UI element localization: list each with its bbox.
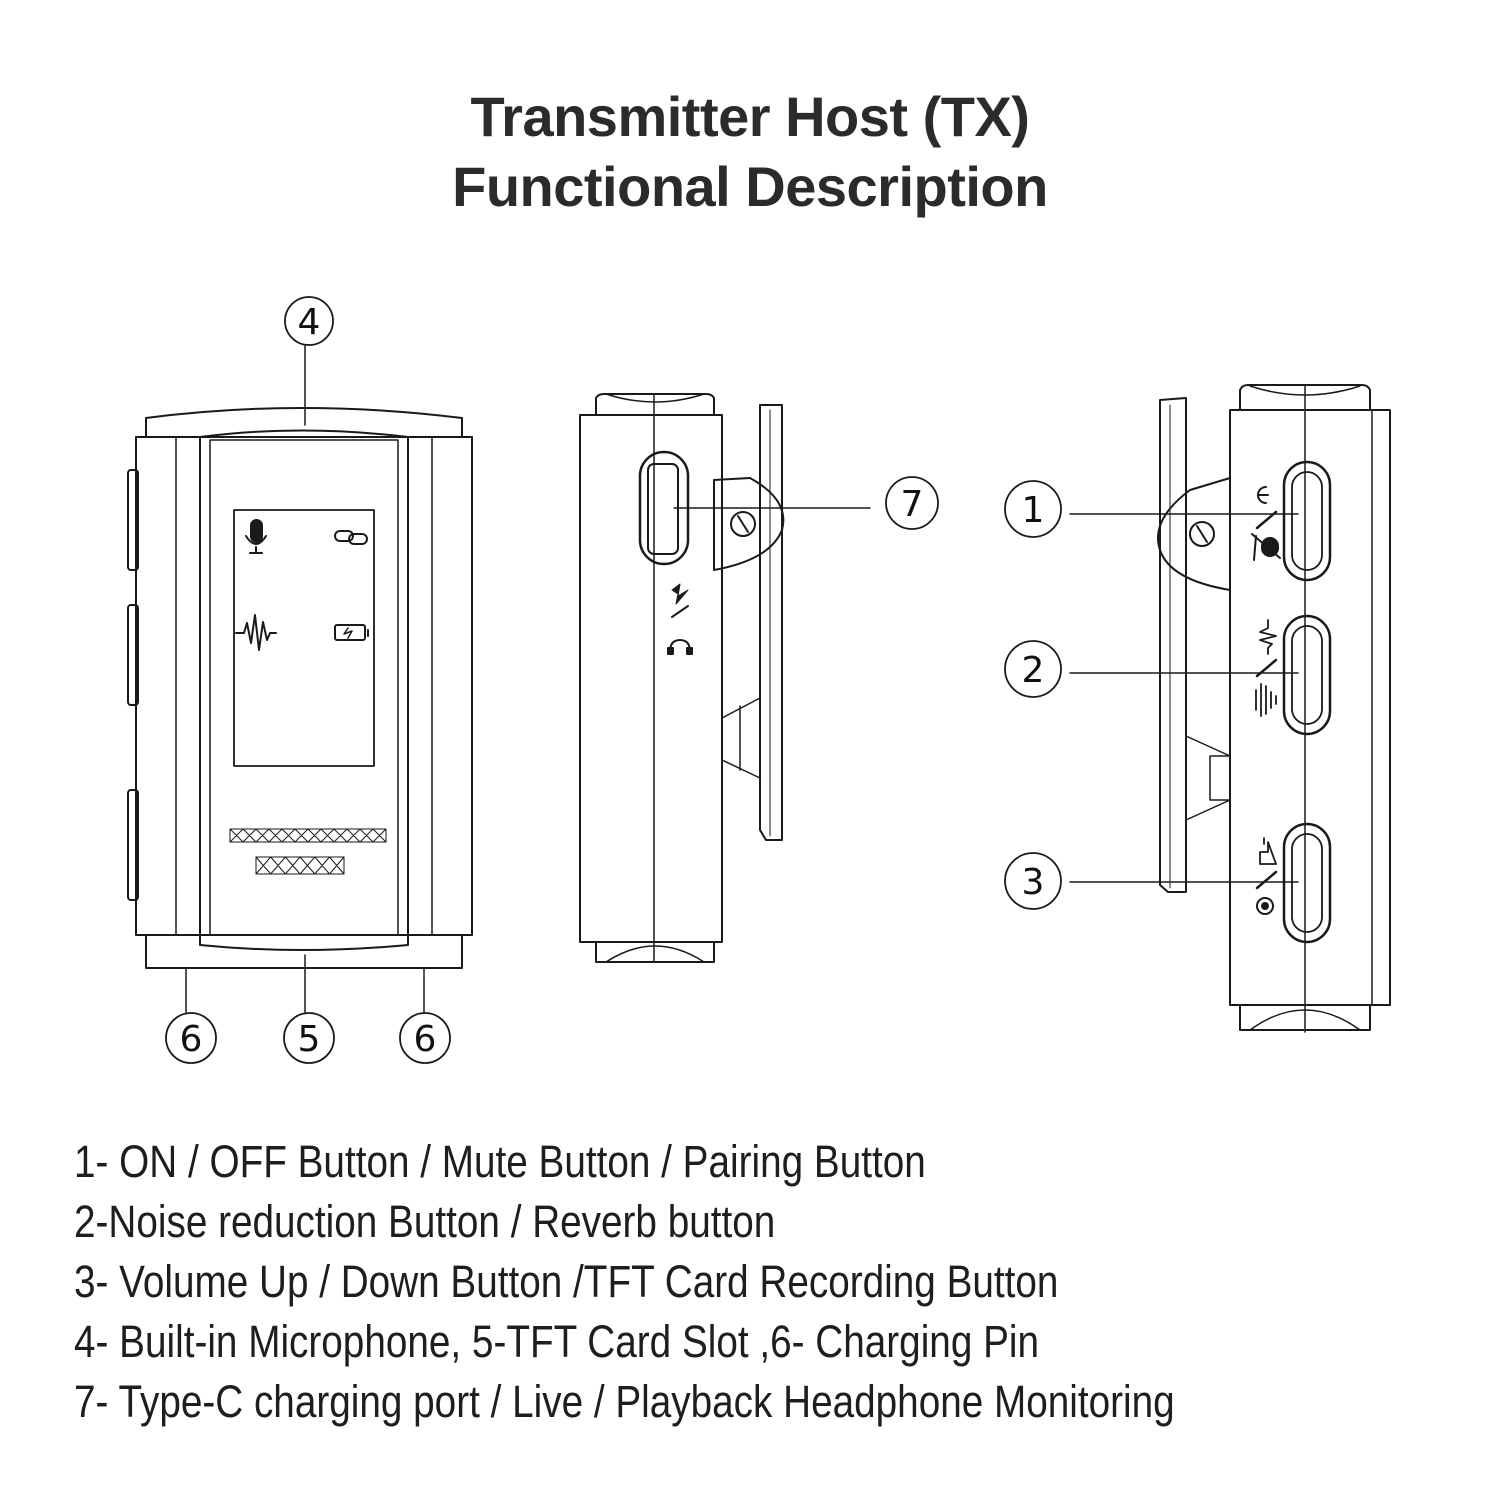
battery-charge-icon bbox=[334, 624, 369, 641]
record-icon bbox=[1256, 897, 1274, 915]
mute-mic-icon bbox=[1251, 533, 1281, 561]
microphone-icon bbox=[245, 519, 267, 554]
front-view bbox=[127, 345, 473, 1013]
callout-5: 5 bbox=[283, 1012, 335, 1064]
title-line-1: Transmitter Host (TX) bbox=[470, 85, 1030, 148]
svg-text:2: 2 bbox=[1022, 650, 1045, 691]
side-view-buttons bbox=[1069, 384, 1391, 1033]
power-icon bbox=[1257, 486, 1269, 504]
svg-text:1: 1 bbox=[1022, 490, 1045, 531]
description-5: 7- Type-C charging port / Live / Playbac… bbox=[74, 1376, 1175, 1427]
title-line-2: Functional Description bbox=[452, 155, 1048, 218]
description-3: 3- Volume Up / Down Button /TFT Card Rec… bbox=[74, 1256, 1059, 1307]
reverb-icon bbox=[1255, 683, 1277, 717]
description-list: 1- ON / OFF Button / Mute Button / Pairi… bbox=[74, 1132, 1474, 1432]
waveform-icon bbox=[235, 614, 277, 651]
lightning-icon bbox=[671, 583, 689, 605]
headphone-icon bbox=[667, 639, 693, 655]
link-icon bbox=[334, 530, 368, 545]
callout-6-left: 6 bbox=[165, 1012, 217, 1064]
svg-text:7: 7 bbox=[901, 484, 924, 525]
volume-icon bbox=[1259, 837, 1277, 865]
noise-reduction-icon bbox=[1259, 619, 1277, 655]
svg-text:3: 3 bbox=[1022, 862, 1045, 903]
callout-4: 4 bbox=[284, 296, 334, 346]
svg-text:6: 6 bbox=[414, 1019, 437, 1060]
description-1: 1- ON / OFF Button / Mute Button / Pairi… bbox=[74, 1136, 926, 1187]
callout-1: 1 bbox=[1004, 480, 1062, 538]
speaker-grille bbox=[229, 828, 387, 875]
description-4: 4- Built-in Microphone, 5-TFT Card Slot … bbox=[74, 1316, 1040, 1367]
svg-text:4: 4 bbox=[298, 302, 321, 343]
side-view-port bbox=[579, 393, 871, 963]
callout-7: 7 bbox=[885, 476, 939, 530]
callout-6-right: 6 bbox=[399, 1012, 451, 1064]
callout-2: 2 bbox=[1004, 640, 1062, 698]
svg-text:6: 6 bbox=[180, 1019, 203, 1060]
svg-text:5: 5 bbox=[298, 1019, 321, 1060]
description-2: 2-Noise reduction Button / Reverb button bbox=[74, 1196, 776, 1247]
callout-3: 3 bbox=[1004, 852, 1062, 910]
diagram-title: Transmitter Host (TX) Functional Descrip… bbox=[0, 82, 1500, 222]
